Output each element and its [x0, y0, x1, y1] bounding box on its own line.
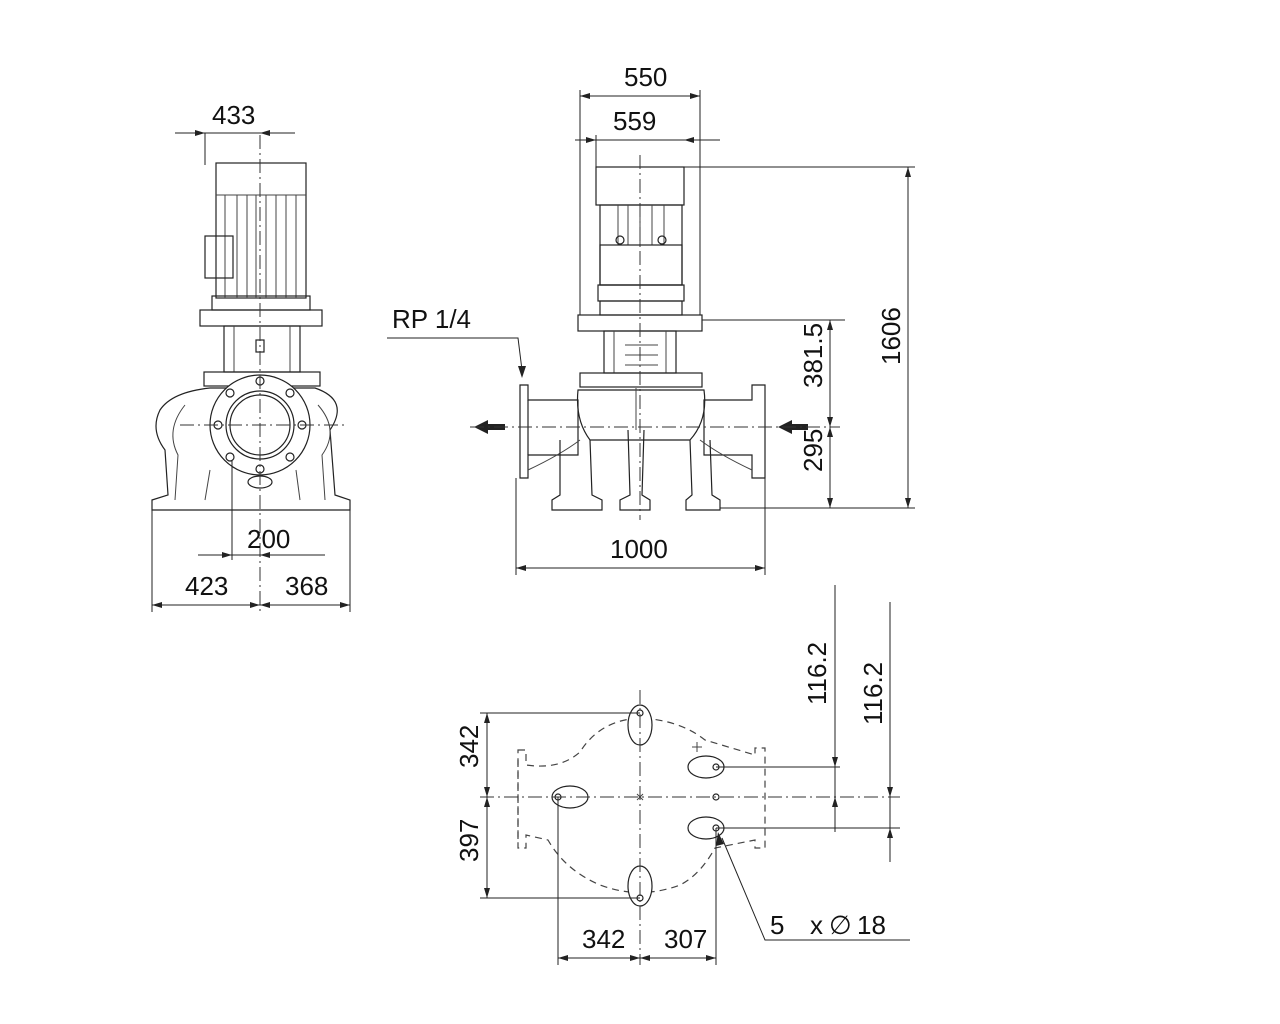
- dim-front-pipe-height: 295: [798, 429, 828, 472]
- side-flange: [199, 309, 323, 327]
- front-terminal-box: [599, 244, 683, 286]
- side-motor-body: [215, 162, 307, 299]
- port-thread-label: RP 1/4: [392, 304, 471, 334]
- dim-plan-upper-offset-2: 116.2: [858, 662, 888, 725]
- front-view: RP 1/4 550 559 1606 381.5 295: [387, 62, 915, 575]
- dim-plan-left-lower: 397: [454, 819, 484, 862]
- dim-front-shaft-height: 381.5: [798, 323, 828, 388]
- bolt-count: 5: [770, 910, 784, 940]
- front-pump-casing: [576, 389, 706, 441]
- dim-front-total-height: 1606: [876, 307, 906, 365]
- dim-front-flange-width: 559: [613, 106, 656, 136]
- dim-front-port-distance: 1000: [610, 534, 668, 564]
- dim-front-motor-width: 550: [624, 62, 667, 92]
- dim-plan-upper-offset-1: 116.2: [802, 642, 832, 705]
- bolt-diameter: 18: [857, 910, 886, 940]
- dim-plan-left-upper: 342: [454, 725, 484, 768]
- dim-side-base-offset: 200: [247, 524, 290, 554]
- side-pump-volute: [151, 387, 351, 511]
- dim-side-base-right: 368: [285, 571, 328, 601]
- side-terminal-box: [204, 235, 234, 279]
- front-outlet-flange: [519, 384, 579, 479]
- dim-plan-bottom-right: 307: [664, 924, 707, 954]
- side-view: 433 200 423 368: [151, 100, 351, 612]
- front-inlet-flange: [703, 384, 766, 479]
- dim-side-base-left: 423: [185, 571, 228, 601]
- dim-side-motor-width: 433: [212, 100, 255, 130]
- plan-casing-outline: [517, 717, 766, 894]
- dim-plan-bottom-left: 342: [582, 924, 625, 954]
- plan-view: 342 397 342 307 116.2 116.2 5 x ∅ 18: [454, 585, 910, 965]
- bolt-times: x: [810, 910, 823, 940]
- bolt-diameter-symbol: ∅: [829, 910, 852, 940]
